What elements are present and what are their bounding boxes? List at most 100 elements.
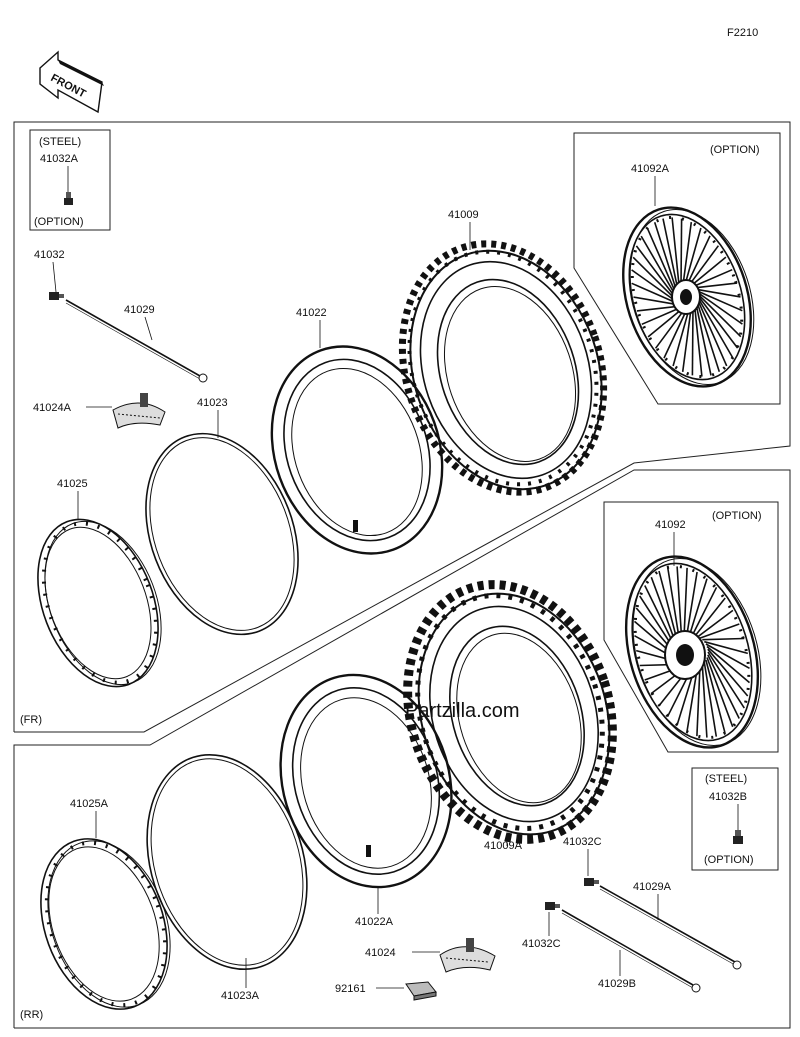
valve-icon [545,902,560,910]
part-41029-label: 41029 [124,304,155,316]
spoke-line [694,597,726,637]
part-41025A-label: 41025A [70,798,109,810]
spoke-line [696,302,721,373]
spoke-line [697,609,734,638]
spoke-line [702,637,745,641]
part-41032C-bottom-label: 41032C [522,938,561,950]
spoke-line [676,566,683,640]
spoke-line [688,578,708,637]
rear-option-label: (OPTION) [712,510,762,522]
spoke-line [697,290,743,312]
spoke-line [696,665,701,737]
spoke-line [686,666,699,733]
valve-icon [733,830,743,844]
spoke-line [688,245,720,286]
rim-band-41023A [146,753,308,971]
spoke-line [636,305,680,312]
front-steel-note: (OPTION) [34,216,84,228]
spoke-icon [561,909,701,993]
spoke-line [631,269,677,302]
spoke-line [658,570,679,645]
spoke-line [671,217,681,288]
spoke-line [686,235,711,286]
wheel-41092 [624,555,762,749]
spoke-line [704,640,749,655]
rim-lock-icon [405,981,437,1001]
spoke-line [662,218,679,290]
part-41023-label: 41023 [197,397,228,409]
valve-icon [584,878,599,886]
part-41024A-label: 41024A [33,402,72,414]
spoke-line [701,664,708,738]
rear-steel-title: (STEEL) [705,773,747,785]
spoke-line [683,567,688,639]
part-41032A-label: 41032A [40,153,79,165]
spoke-line [641,306,682,326]
spoke-line [691,307,694,376]
tube-41022 [270,345,444,555]
spoke-line [699,623,740,639]
spoke-line [707,654,740,719]
spoke-line [705,643,750,669]
spoke-line [632,256,676,300]
spoke-line [682,221,693,286]
tire-41009 [398,240,608,496]
front-arrow-icon: FRONT [39,50,104,114]
part-41032C-top-label: 41032C [563,836,602,848]
rear-wheel-option-frame [603,501,779,753]
spoke-line [706,657,734,728]
spoke-line [640,235,676,296]
valve-icon [49,292,64,300]
spoke-line [666,567,681,642]
front-steel-title: (STEEL) [39,136,81,148]
rim-41025A [40,838,171,1010]
part-41032-label: 41032 [34,249,65,261]
spoke-line [631,282,677,304]
rim-band-41023 [145,432,299,636]
rim-band-guard-icon [439,938,496,973]
front-steel-box: (STEEL) 41032A (OPTION) [29,129,111,231]
spoke-line [695,304,712,376]
rear-steel-note: (OPTION) [704,854,754,866]
rim-band-guard-icon [112,393,166,429]
part-41029A-label: 41029A [633,881,672,893]
spoke-line [690,256,727,287]
spoke-line [703,662,718,737]
spoke-line [697,300,728,367]
spoke-line [647,307,684,338]
part-41029B-label: 41029B [598,978,636,990]
part-41024-label: 41024 [365,947,396,959]
part-41023A-label: 41023A [221,990,260,1002]
spoke-line [706,645,751,684]
front-panel-tag: (FR) [20,714,42,726]
front-wheel-option-frame [573,132,781,405]
part-92161-label: 92161 [335,983,366,995]
front-panel-frame [13,121,791,733]
part-41022A-label: 41022A [355,916,394,928]
spoke-line [705,659,726,734]
valve-icon [64,192,73,205]
spoke-icon [599,885,742,970]
spoke-line [680,218,683,287]
part-41092-label: 41092 [655,519,686,531]
spoke-line [698,296,739,349]
part-41009-label: 41009 [448,209,479,221]
watermark: Partzilla.com [405,700,519,722]
spoke-line [685,571,698,638]
spoke-line [694,282,738,289]
spoke-line [697,292,743,325]
part-41032B-label: 41032B [709,791,747,803]
spoke-line [692,268,733,288]
spoke-line [681,308,692,373]
spoke-line [696,288,741,298]
rear-steel-box: (STEEL) 41032B (OPTION) [691,767,779,871]
spoke-line [707,648,749,697]
part-41025-label: 41025 [57,478,88,490]
rear-panel-tag: (RR) [20,1009,43,1021]
spoke-line [646,227,677,294]
spoke-line [707,651,745,709]
part-41009A-label: 41009A [484,840,523,852]
spoke-line [663,308,688,359]
part-41022-label: 41022 [296,307,327,319]
